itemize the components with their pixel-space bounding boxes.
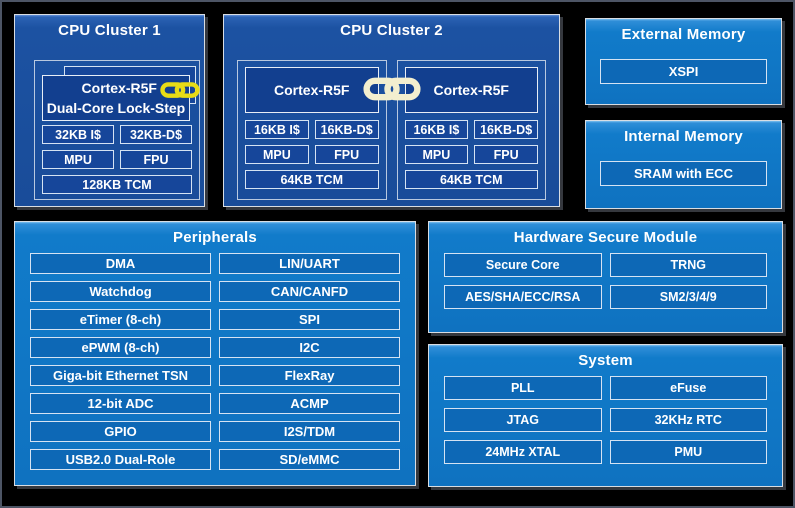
cpu-cluster-1-core-group: Cortex-R5F Dual-Core Lock-Step 32KB I$ 3… [34, 60, 200, 200]
peripherals-left-column: DMA Watchdog eTimer (8-ch) ePWM (8-ch) G… [30, 253, 211, 470]
peripheral-item: FlexRay [219, 365, 400, 386]
xspi-cell: XSPI [600, 59, 767, 84]
cpu-cluster-2-cores: Cortex-R5F 16KB I$ 16KB-D$ MPU FPU 64KB … [237, 60, 546, 200]
hsm-item: AES/SHA/ECC/RSA [444, 285, 602, 309]
core-group-1: Cortex-R5F 16KB I$ 16KB-D$ MPU FPU 64KB … [396, 60, 546, 200]
tcm-cell: 64KB TCM [245, 170, 379, 189]
peripheral-item: SD/eMMC [219, 449, 400, 470]
hsm-grid: Secure Core TRNG AES/SHA/ECC/RSA SM2/3/4… [429, 246, 782, 309]
peripheral-item: DMA [30, 253, 211, 274]
cpu-cluster-2-panel: CPU Cluster 2 Cortex-R5F 16KB I$ 16KB-D$… [223, 14, 560, 207]
peripheral-item: 12-bit ADC [30, 393, 211, 414]
system-item: 32KHz RTC [609, 408, 767, 432]
peripheral-item: ACMP [219, 393, 400, 414]
dcache-cell: 16KB-D$ [474, 120, 538, 139]
external-memory-panel: External Memory XSPI [585, 18, 782, 105]
panel-title: Internal Memory [624, 128, 743, 145]
system-grid: PLL eFuse JTAG 32KHz RTC 24MHz XTAL PMU [429, 369, 782, 464]
core-box: Cortex-R5F [245, 67, 379, 113]
tcm-row: 64KB TCM [404, 170, 538, 189]
core-box: Cortex-R5F Dual-Core Lock-Step [42, 75, 190, 121]
panel-title: CPU Cluster 1 [58, 22, 161, 39]
unit-row: MPU FPU [42, 150, 192, 169]
peripheral-item: Watchdog [30, 281, 211, 302]
system-item: JTAG [444, 408, 602, 432]
tcm-cell: 128KB TCM [42, 175, 192, 194]
core-box: Cortex-R5F [404, 67, 538, 113]
system-row: PLL eFuse [444, 376, 767, 400]
mpu-cell: MPU [245, 145, 309, 164]
core-name: Cortex-R5F [81, 80, 157, 96]
sram-cell: SRAM with ECC [600, 161, 767, 186]
tcm-cell: 64KB TCM [404, 170, 538, 189]
tcm-row: 64KB TCM [245, 170, 379, 189]
core-detail-rows: 32KB I$ 32KB-D$ MPU FPU 128KB TCM [42, 125, 192, 194]
cpu-cluster-1-panel: CPU Cluster 1 Cortex-R5F Dual-Core Lock-… [14, 14, 205, 207]
peripherals-grid: DMA Watchdog eTimer (8-ch) ePWM (8-ch) G… [15, 246, 415, 470]
peripherals-right-column: LIN/UART CAN/CANFD SPI I2C FlexRay ACMP … [219, 253, 400, 470]
fpu-cell: FPU [474, 145, 538, 164]
cache-row: 16KB I$ 16KB-D$ [245, 120, 379, 139]
icache-cell: 32KB I$ [42, 125, 114, 144]
peripheral-item: CAN/CANFD [219, 281, 400, 302]
panel-title: External Memory [621, 26, 746, 43]
core-detail-rows: 16KB I$ 16KB-D$ MPU FPU 64KB TCM [404, 120, 538, 189]
fpu-cell: FPU [314, 145, 379, 164]
tcm-row: 128KB TCM [42, 175, 192, 194]
hsm-row: AES/SHA/ECC/RSA SM2/3/4/9 [444, 285, 767, 309]
icache-cell: 16KB I$ [245, 120, 309, 139]
peripheral-item: I2C [219, 337, 400, 358]
panel-title: System [578, 352, 633, 369]
unit-row: MPU FPU [245, 145, 379, 164]
system-row: 24MHz XTAL PMU [444, 440, 767, 464]
system-item: PLL [444, 376, 602, 400]
chain-link-icon [160, 82, 200, 98]
cache-row: 32KB I$ 32KB-D$ [42, 125, 192, 144]
hsm-item: SM2/3/4/9 [609, 285, 767, 309]
peripherals-panel: Peripherals DMA Watchdog eTimer (8-ch) e… [14, 221, 416, 486]
panel-title: Hardware Secure Module [513, 229, 698, 246]
dual-core-stack: Cortex-R5F Dual-Core Lock-Step [42, 61, 200, 123]
hardware-secure-module-panel: Hardware Secure Module Secure Core TRNG … [428, 221, 783, 333]
peripheral-item: I2S/TDM [219, 421, 400, 442]
unit-row: MPU FPU [404, 145, 538, 164]
peripheral-item: SPI [219, 309, 400, 330]
dcache-cell: 16KB-D$ [314, 120, 379, 139]
core-mode: Dual-Core Lock-Step [46, 100, 186, 116]
mpu-cell: MPU [42, 150, 114, 169]
chain-link-icon [362, 77, 421, 101]
cache-row: 16KB I$ 16KB-D$ [404, 120, 538, 139]
system-item: 24MHz XTAL [444, 440, 602, 464]
peripheral-item: GPIO [30, 421, 211, 442]
core-detail-rows: 16KB I$ 16KB-D$ MPU FPU 64KB TCM [245, 120, 379, 189]
internal-memory-panel: Internal Memory SRAM with ECC [585, 120, 782, 209]
panel-title: Peripherals [173, 229, 257, 246]
peripheral-item: LIN/UART [219, 253, 400, 274]
dcache-cell: 32KB-D$ [120, 125, 192, 144]
system-item: eFuse [609, 376, 767, 400]
peripheral-item: ePWM (8-ch) [30, 337, 211, 358]
peripheral-item: USB2.0 Dual-Role [30, 449, 211, 470]
fpu-cell: FPU [120, 150, 192, 169]
hsm-item: Secure Core [444, 253, 602, 277]
system-item: PMU [609, 440, 767, 464]
core-group-0: Cortex-R5F 16KB I$ 16KB-D$ MPU FPU 64KB … [237, 60, 387, 200]
hsm-item: TRNG [609, 253, 767, 277]
icache-cell: 16KB I$ [404, 120, 469, 139]
hsm-row: Secure Core TRNG [444, 253, 767, 277]
system-row: JTAG 32KHz RTC [444, 408, 767, 432]
mpu-cell: MPU [404, 145, 469, 164]
system-panel: System PLL eFuse JTAG 32KHz RTC 24MHz XT… [428, 344, 783, 487]
peripheral-item: Giga-bit Ethernet TSN [30, 365, 211, 386]
peripheral-item: eTimer (8-ch) [30, 309, 211, 330]
panel-title: CPU Cluster 2 [340, 22, 443, 39]
